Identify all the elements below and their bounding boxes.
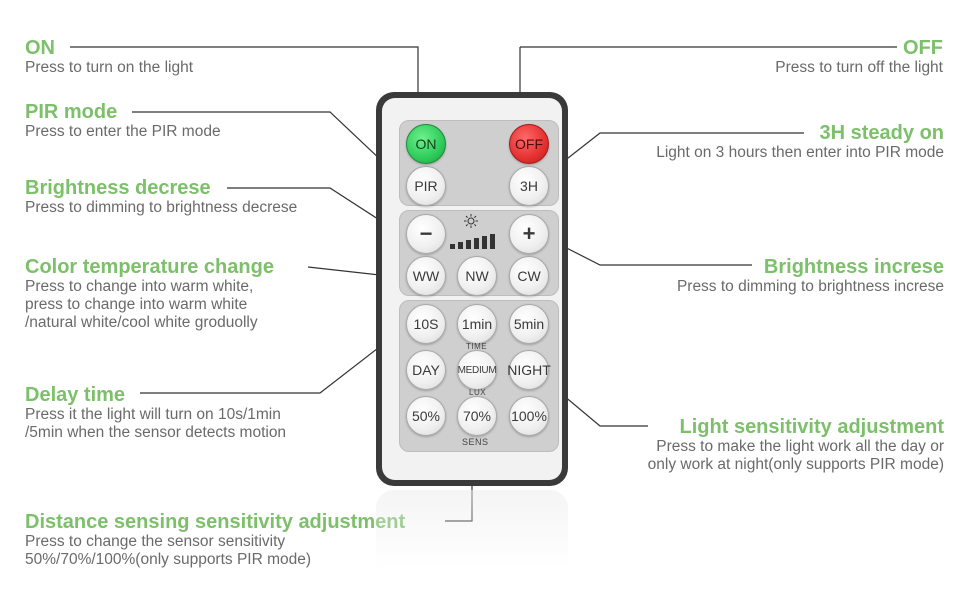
- 5min-button[interactable]: 5min: [509, 304, 549, 344]
- night-button[interactable]: NIGHT: [507, 350, 551, 390]
- sens-label: SENS: [462, 437, 489, 447]
- on-callout: ON Press to turn on the light: [25, 37, 193, 77]
- off-desc: Press to turn off the light: [775, 59, 943, 76]
- medium-button[interactable]: MEDIUM: [457, 350, 497, 390]
- day-button[interactable]: DAY: [406, 350, 446, 390]
- brightness-up-desc: Press to dimming to brightness increse: [676, 278, 944, 295]
- steady-title: 3H steady on: [819, 122, 944, 144]
- pir-callout: PIR mode Press to enter the PIR mode: [25, 101, 221, 141]
- on-desc: Press to turn on the light: [25, 59, 194, 76]
- brightness-bars-icon: [450, 231, 502, 249]
- pir-desc: Press to enter the PIR mode: [25, 123, 221, 140]
- color-temp-title: Color temperature change: [25, 256, 274, 278]
- distance-desc: Press to change the sensor sensitivity 5…: [25, 533, 312, 568]
- brightness-up-button[interactable]: +: [509, 214, 549, 254]
- 3h-button[interactable]: 3H: [509, 166, 549, 206]
- remote-reflection: [376, 490, 568, 570]
- brightness-down-desc: Press to dimming to brightness decrese: [25, 199, 298, 216]
- on-title: ON: [25, 37, 55, 59]
- 100-percent-button[interactable]: 100%: [509, 396, 549, 436]
- remote-control: ON OFF PIR 3H − +: [376, 92, 568, 486]
- brightness-up-callout: Brightness increse Press to dimming to b…: [677, 256, 944, 296]
- nw-button[interactable]: NW: [457, 256, 497, 296]
- remote-face: ON OFF PIR 3H − +: [382, 98, 562, 480]
- 50-percent-button[interactable]: 50%: [406, 396, 446, 436]
- ww-button[interactable]: WW: [406, 256, 446, 296]
- light-sensitivity-callout: Light sensitivity adjustment Press to ma…: [648, 416, 944, 474]
- brightness-panel: − + WW NW CW: [399, 210, 559, 296]
- pir-title: PIR mode: [25, 101, 118, 123]
- sensor-panel: 10S 1min 5min TIME DAY MEDIUM NIGHT LUX …: [399, 300, 559, 452]
- brightness-down-title: Brightness decrese: [25, 177, 211, 199]
- 10s-button[interactable]: 10S: [406, 304, 446, 344]
- on-button[interactable]: ON: [406, 124, 446, 164]
- color-temp-desc: Press to change into warm white, press t…: [25, 278, 258, 331]
- distance-title: Distance sensing sensitivity adjustment: [25, 511, 406, 533]
- brightness-down-callout: Brightness decrese Press to dimming to b…: [25, 177, 297, 217]
- sun-icon: [464, 214, 478, 228]
- off-callout: OFF Press to turn off the light: [775, 37, 943, 77]
- brightness-up-title: Brightness increse: [763, 256, 944, 278]
- brightness-down-button[interactable]: −: [406, 214, 446, 254]
- light-sensitivity-title: Light sensitivity adjustment: [679, 416, 944, 438]
- cw-button[interactable]: CW: [509, 256, 549, 296]
- delay-desc: Press it the light will turn on 10s/1min…: [25, 406, 287, 441]
- delay-callout: Delay time Press it the light will turn …: [25, 384, 286, 442]
- distance-callout: Distance sensing sensitivity adjustment …: [25, 511, 405, 569]
- 1min-button[interactable]: 1min: [457, 304, 497, 344]
- off-button[interactable]: OFF: [509, 124, 549, 164]
- 70-percent-button[interactable]: 70%: [457, 396, 497, 436]
- delay-title: Delay time: [25, 384, 126, 406]
- lux-label: LUX: [469, 388, 487, 397]
- steady-desc: Light on 3 hours then enter into PIR mod…: [656, 144, 944, 161]
- time-label: TIME: [466, 342, 488, 351]
- power-panel: ON OFF PIR 3H: [399, 120, 559, 206]
- color-temp-callout: Color temperature change Press to change…: [25, 256, 274, 332]
- pir-button[interactable]: PIR: [406, 166, 446, 206]
- off-title: OFF: [903, 37, 943, 59]
- light-sensitivity-desc: Press to make the light work all the day…: [647, 438, 944, 473]
- steady-callout: 3H steady on Light on 3 hours then enter…: [656, 122, 944, 162]
